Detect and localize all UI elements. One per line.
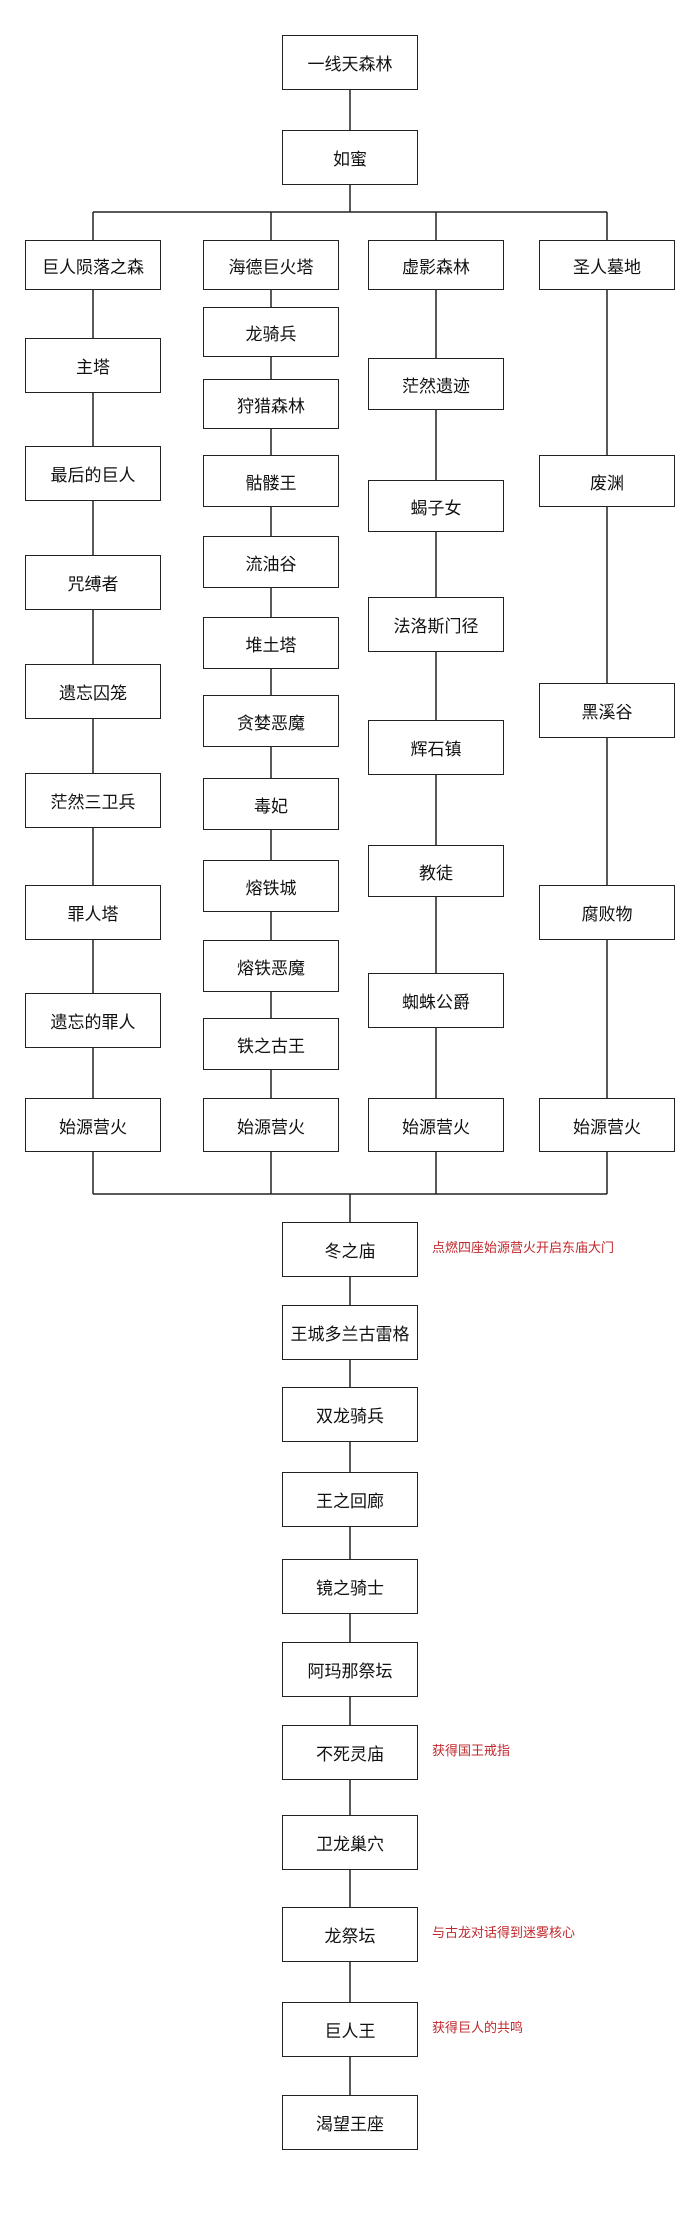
- bottom-node-3: 双龙骑兵: [282, 1387, 418, 1442]
- col3-node-3: 蝎子女: [368, 480, 504, 532]
- bottom-node-6: 阿玛那祭坛: [282, 1642, 418, 1697]
- note-giant-king: 获得巨人的共鸣: [432, 2021, 524, 2036]
- bottom-node-1: 冬之庙: [282, 1222, 418, 1277]
- col1-node-9: 始源营火: [25, 1098, 161, 1152]
- col3-node-6: 教徒: [368, 845, 504, 897]
- col3-node-1: 虚影森林: [368, 240, 504, 290]
- col1-node-5: 遗忘囚笼: [25, 664, 161, 719]
- node-yixiantian-forest: 一线天森林: [282, 35, 418, 90]
- col4-node-2: 废渊: [539, 455, 675, 507]
- col1-node-2: 主塔: [25, 338, 161, 393]
- col3-node-5: 辉石镇: [368, 720, 504, 775]
- col3-node-4: 法洛斯门径: [368, 597, 504, 652]
- col1-node-8: 遗忘的罪人: [25, 993, 161, 1048]
- col2-node-3: 狩猎森林: [203, 379, 339, 429]
- col2-node-12: 始源营火: [203, 1098, 339, 1152]
- col2-node-8: 毒妃: [203, 778, 339, 830]
- col4-node-3: 黑溪谷: [539, 683, 675, 738]
- col1-node-1: 巨人陨落之森: [25, 240, 161, 290]
- note-winter-temple: 点燃四座始源营火开启东庙大门: [432, 1241, 615, 1256]
- node-rumi: 如蜜: [282, 130, 418, 185]
- col3-node-8: 始源营火: [368, 1098, 504, 1152]
- col2-node-4: 骷髅王: [203, 455, 339, 507]
- bottom-node-9: 龙祭坛: [282, 1907, 418, 1962]
- bottom-node-4: 王之回廊: [282, 1472, 418, 1527]
- col2-node-6: 堆土塔: [203, 617, 339, 669]
- col1-node-6: 茫然三卫兵: [25, 773, 161, 828]
- col3-node-7: 蜘蛛公爵: [368, 973, 504, 1028]
- col2-node-9: 熔铁城: [203, 860, 339, 912]
- col1-node-7: 罪人塔: [25, 885, 161, 940]
- col2-node-1: 海德巨火塔: [203, 240, 339, 290]
- col1-node-4: 咒缚者: [25, 555, 161, 610]
- bottom-node-10: 巨人王: [282, 2002, 418, 2057]
- col4-node-5: 始源营火: [539, 1098, 675, 1152]
- col2-node-5: 流油谷: [203, 536, 339, 588]
- bottom-node-5: 镜之骑士: [282, 1559, 418, 1614]
- col4-node-4: 腐败物: [539, 885, 675, 940]
- col1-node-3: 最后的巨人: [25, 446, 161, 501]
- bottom-node-8: 卫龙巢穴: [282, 1815, 418, 1870]
- col2-node-2: 龙骑兵: [203, 307, 339, 357]
- col4-node-1: 圣人墓地: [539, 240, 675, 290]
- col3-node-2: 茫然遗迹: [368, 358, 504, 410]
- bottom-node-2: 王城多兰古雷格: [282, 1305, 418, 1360]
- bottom-node-7: 不死灵庙: [282, 1725, 418, 1780]
- bottom-node-11: 渴望王座: [282, 2095, 418, 2150]
- note-undead-crypt: 获得国王戒指: [432, 1744, 511, 1759]
- note-dragon-altar: 与古龙对话得到迷雾核心: [432, 1926, 576, 1941]
- col2-node-10: 熔铁恶魔: [203, 940, 339, 992]
- col2-node-11: 铁之古王: [203, 1018, 339, 1070]
- col2-node-7: 贪婪恶魔: [203, 695, 339, 747]
